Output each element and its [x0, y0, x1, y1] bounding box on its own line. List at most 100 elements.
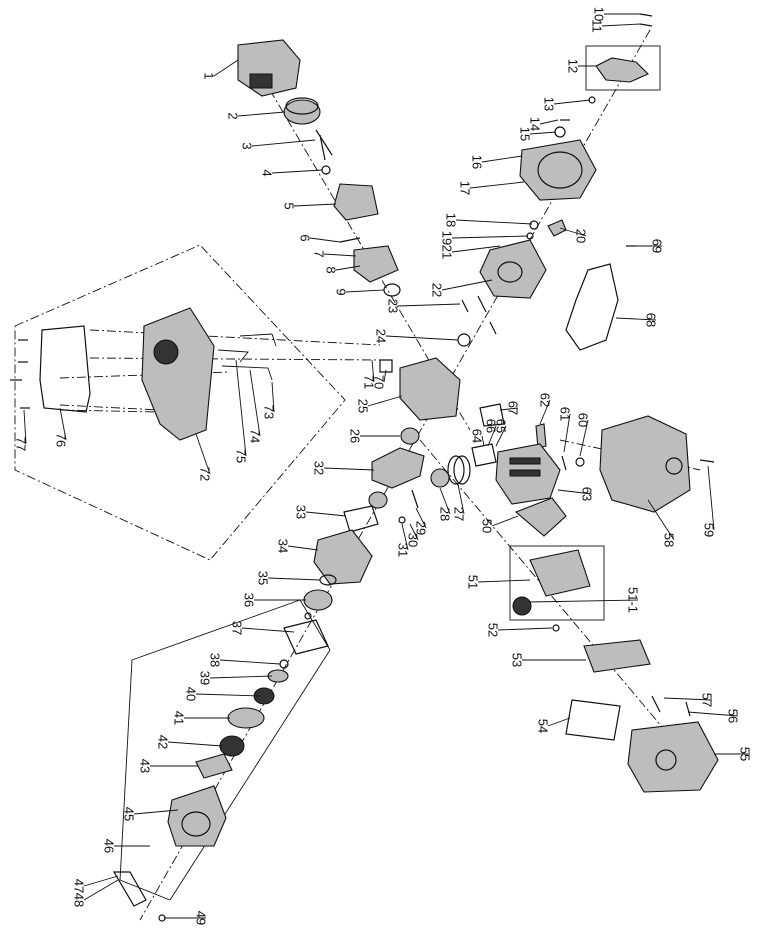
leader-line-35 — [267, 577, 321, 581]
leader-line-30 — [409, 523, 419, 541]
part-label-58: 58 — [662, 533, 677, 547]
handle-bar — [565, 263, 619, 351]
leader-line-9 — [345, 289, 385, 293]
part-label-33: 33 — [294, 505, 309, 519]
piston — [430, 468, 450, 488]
part-label-76: 76 — [54, 433, 69, 447]
part-label-57: 57 — [700, 693, 715, 707]
leader-line-39 — [209, 675, 273, 679]
flywheel — [479, 239, 547, 299]
cylinder-axis-line — [419, 439, 691, 761]
part-label-22: 22 — [430, 283, 445, 297]
starter-pulley — [303, 589, 333, 611]
part-label-5: 5 — [282, 202, 297, 209]
leader-line-77 — [23, 409, 27, 445]
part-label-7: 7 — [312, 250, 327, 257]
leader-line-2 — [237, 111, 286, 117]
piston-ring-2 — [453, 455, 471, 485]
engine-cover-rear — [627, 721, 719, 793]
starter-housing — [167, 785, 227, 847]
leader-line-8 — [335, 265, 361, 271]
leader-line-57 — [663, 697, 713, 701]
part-label-55: 55 — [738, 747, 753, 761]
air-filter-base — [333, 183, 379, 221]
part-label-32: 32 — [312, 461, 327, 475]
leader-line-42 — [167, 741, 223, 747]
part-label-4: 4 — [260, 169, 275, 176]
leader-line-18 — [455, 219, 533, 225]
leader-line-68 — [615, 317, 657, 321]
carburetor-gasket — [383, 283, 401, 297]
part-label-39: 39 — [198, 671, 213, 685]
part-label-20: 20 — [574, 229, 589, 243]
leader-line-64 — [481, 435, 485, 447]
part-label-63: 63 — [580, 487, 595, 501]
clutch-assembly — [595, 57, 649, 83]
leader-line-29 — [415, 507, 427, 529]
part-label-61: 61 — [558, 407, 573, 421]
part-label-42: 42 — [156, 735, 171, 749]
leader-line-27 — [457, 483, 465, 515]
leader-line-59 — [707, 465, 715, 531]
muffler-screen — [512, 596, 532, 616]
intake-manifold — [479, 403, 505, 427]
leader-line-28 — [439, 487, 451, 515]
part-label-52: 52 — [486, 623, 501, 637]
engine-group-outline — [14, 244, 346, 561]
piston-ring — [447, 455, 465, 485]
starter-gasket — [283, 619, 329, 655]
leader-line-48 — [83, 879, 119, 901]
nut — [554, 126, 566, 138]
part-label-31: 31 — [396, 543, 411, 557]
part-label-23: 23 — [386, 299, 401, 313]
leader-line-54 — [547, 717, 571, 727]
crankcase-gasket — [343, 505, 379, 533]
part-label-12: 12 — [566, 59, 581, 73]
top-bolt — [639, 13, 653, 17]
crankcase-half — [313, 529, 373, 585]
part-label-27: 27 — [452, 507, 467, 521]
leader-line-5 — [293, 203, 337, 207]
part-label-2: 2 — [226, 112, 241, 119]
part-label-49: 49 — [194, 911, 209, 925]
part-label-21: 21 — [440, 245, 455, 259]
part-label-25: 25 — [356, 399, 371, 413]
leader-line-25 — [367, 395, 403, 407]
crankcase — [399, 357, 461, 421]
part-label-51-1: 51-1 — [626, 587, 641, 613]
clutch-housing — [519, 139, 597, 201]
part-label-26: 26 — [348, 429, 363, 443]
leader-line-15 — [529, 131, 557, 135]
part-label-18: 18 — [444, 213, 459, 227]
part-label-65: 65 — [494, 419, 509, 433]
leader-line-63 — [557, 489, 593, 495]
handle-bracket — [112, 871, 147, 907]
part-label-45: 45 — [122, 807, 137, 821]
part-label-73: 73 — [262, 405, 277, 419]
part-label-75: 75 — [234, 449, 249, 463]
part-label-41: 41 — [172, 711, 187, 725]
air-filter-element — [283, 99, 321, 125]
carburetor — [353, 245, 399, 283]
part-label-67: 67 — [506, 401, 521, 415]
leader-line-13 — [553, 99, 591, 105]
leader-line-34 — [287, 545, 319, 551]
part-label-13: 13 — [542, 97, 557, 111]
tank-axis-line — [89, 329, 381, 346]
bearing — [400, 427, 420, 445]
washer — [321, 165, 331, 175]
part-label-68: 68 — [644, 313, 659, 327]
part-label-56: 56 — [726, 709, 741, 723]
leader-line-75 — [235, 359, 247, 457]
part-label-19: 19 — [440, 231, 455, 245]
leader-line-72 — [195, 433, 211, 475]
part-label-70: 70 — [372, 375, 387, 389]
recoil-starter-group-box — [119, 599, 331, 901]
leader-line-16 — [481, 155, 523, 163]
part-label-50: 50 — [480, 519, 495, 533]
leader-line-61 — [563, 413, 571, 453]
part-label-62: 62 — [538, 393, 553, 407]
leader-line-3 — [251, 139, 316, 147]
part-label-47: 47 — [72, 879, 87, 893]
